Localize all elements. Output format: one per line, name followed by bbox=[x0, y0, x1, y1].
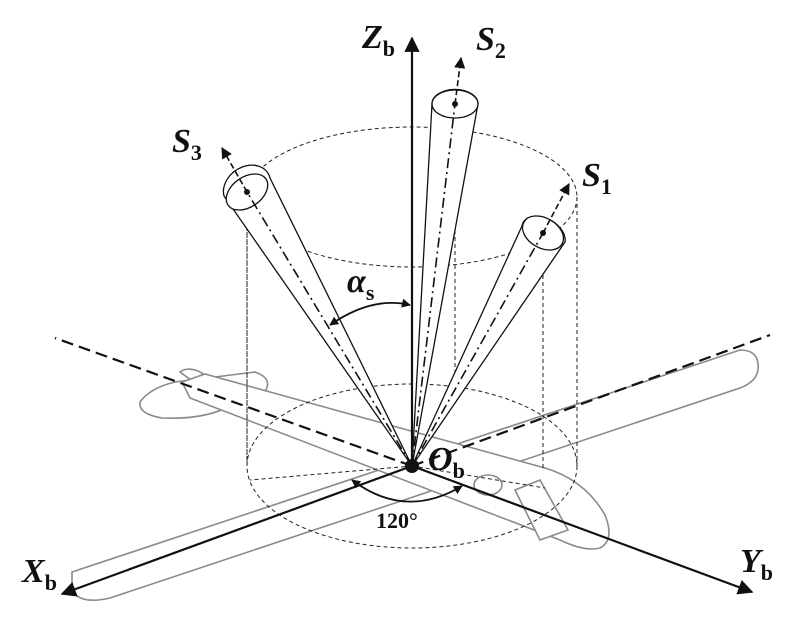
sensor-cones bbox=[222, 88, 566, 467]
s1-centre-dot bbox=[540, 230, 546, 236]
sensor-axis-s1 bbox=[411, 232, 544, 467]
s3-label: S3 bbox=[172, 123, 202, 165]
sensor-axis-s2 bbox=[411, 103, 456, 467]
s1-label: S1 bbox=[582, 157, 612, 199]
sensor-arrow-s2 bbox=[454, 56, 466, 105]
separation-angle-label: 120° bbox=[376, 508, 418, 533]
cone-angle-arc bbox=[329, 298, 411, 326]
aircraft-fuselage bbox=[180, 373, 610, 550]
origin-label: Ob bbox=[428, 441, 465, 483]
s2-centre-dot bbox=[452, 101, 458, 107]
base-ray-s1 bbox=[411, 465, 546, 489]
sensor-centres bbox=[244, 101, 546, 236]
x-axis-negative-dashed bbox=[54, 336, 413, 468]
sensor-axis-s3 bbox=[246, 191, 413, 467]
y-axis-label: Yb bbox=[740, 543, 773, 585]
y-axis bbox=[411, 464, 754, 595]
x-axis-label: Xb bbox=[21, 553, 57, 595]
aircraft-nose-panel bbox=[513, 478, 570, 541]
sensor-arrow-s1 bbox=[542, 183, 570, 234]
sensor-axes bbox=[221, 56, 570, 467]
cone-angle-label: αs bbox=[347, 263, 375, 305]
s3-centre-dot bbox=[244, 189, 250, 195]
base-ray-s3 bbox=[249, 465, 413, 481]
aircraft-canopy bbox=[473, 474, 503, 496]
angle-arcs bbox=[329, 298, 463, 503]
aircraft-outline bbox=[71, 349, 759, 601]
separation-angle-arc bbox=[351, 479, 463, 503]
s2-label: S2 bbox=[476, 21, 506, 63]
cone-s3 bbox=[222, 164, 413, 467]
z-axis-label: Zb bbox=[361, 19, 395, 61]
y-axis-negative-dashed bbox=[411, 333, 771, 468]
origin-point bbox=[405, 459, 419, 473]
